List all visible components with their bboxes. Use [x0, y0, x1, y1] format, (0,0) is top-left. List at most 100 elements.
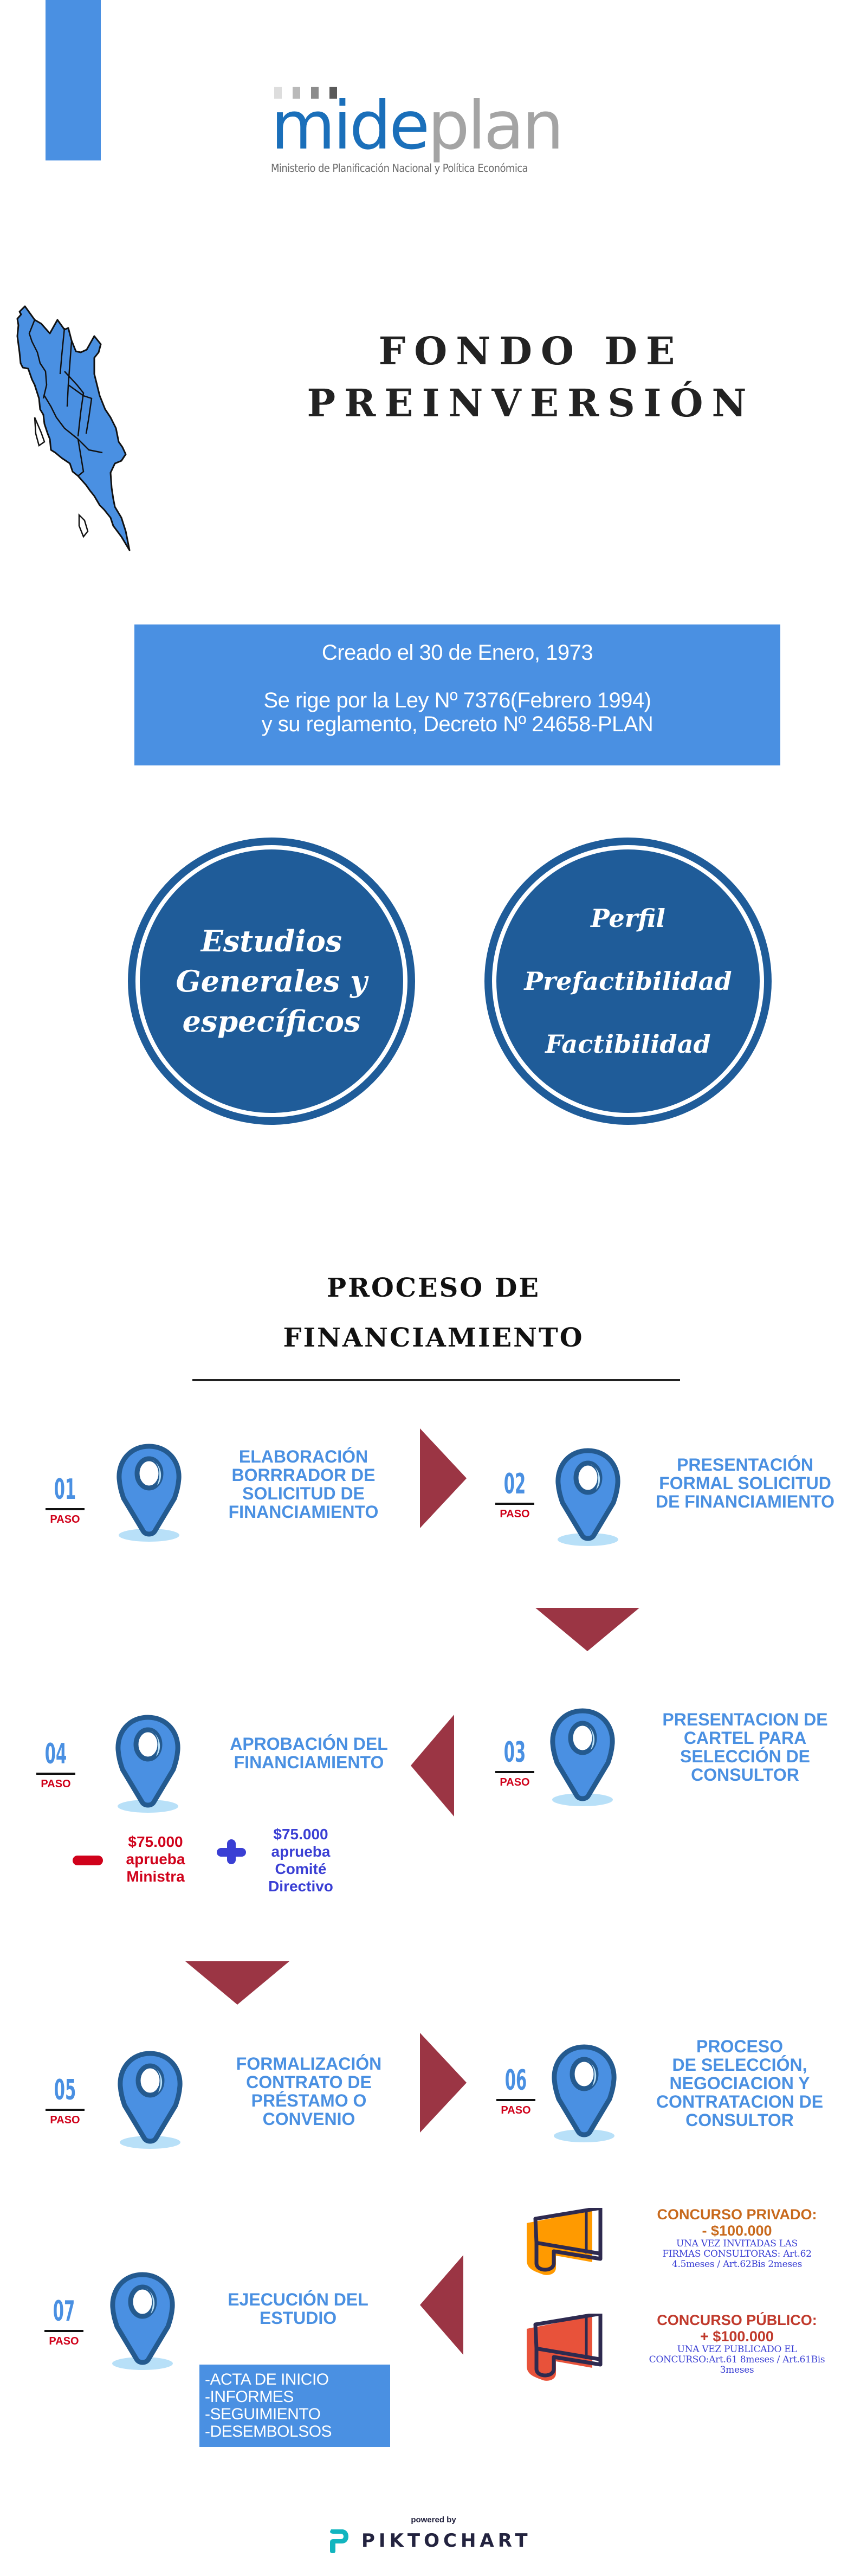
logo-word-plan: plan: [428, 87, 564, 164]
step-divider: [496, 2099, 535, 2101]
step-07-number-block: 07 PASO: [42, 2297, 86, 2348]
step-title-line: CONVENIO: [262, 2109, 355, 2129]
step-number: 04: [44, 1738, 67, 1770]
approval-comite: $75.000 aprueba Comité Directivo: [255, 1826, 347, 1895]
step-number: 07: [53, 2295, 75, 2328]
arrow-left-icon: [411, 1715, 454, 1817]
approval-line: aprueba: [271, 1843, 331, 1860]
step-title-line: CONSULTOR: [685, 2110, 794, 2130]
step-title-line: CARTEL PARA: [683, 1728, 807, 1748]
step-label: PASO: [41, 1778, 71, 1790]
approval-line: Ministra: [126, 1868, 185, 1885]
concurso-publico-body: UNA VEZ PUBLICADO EL CONCURSO:Art.61 8me…: [612, 2345, 862, 2375]
circle-line: Prefactibilidad: [524, 967, 732, 996]
step-title-line: CONSULTOR: [691, 1765, 799, 1785]
megaphone-icon: [527, 2208, 603, 2275]
step-title-line: SELECCIÓN DE: [680, 1747, 811, 1766]
step-02-number-block: 02 PASO: [493, 1470, 536, 1521]
step-divider: [495, 1503, 534, 1505]
process-title-line-1: PROCESO DE: [327, 1273, 540, 1303]
step-divider: [46, 2109, 85, 2111]
map-pin-icon: [115, 2049, 185, 2152]
map-pin-icon: [549, 2043, 619, 2146]
step-number: 05: [54, 2074, 76, 2107]
step-number: 03: [503, 1736, 526, 1769]
concurso-body-line: CONCURSO:Art.61 8meses / Art.61Bis: [649, 2354, 825, 2365]
concurso-amount: + $100.000: [700, 2328, 774, 2345]
created-date-text: Creado el 30 de Enero, 1973: [321, 641, 593, 665]
execution-items-box: -ACTA DE INICIO -INFORMES -SEGUIMIENTO -…: [199, 2365, 390, 2447]
concurso-heading-line: CONCURSO PRIVADO:: [657, 2206, 817, 2223]
step-05-title: FORMALIZACIÓN CONTRATO DE PRÉSTAMO O CON…: [217, 2055, 401, 2128]
arrow-left-icon: [420, 2255, 463, 2355]
step-title-line: FORMAL SOLICITUD: [659, 1473, 831, 1493]
approval-ministra: $75.000 aprueba Ministra: [115, 1833, 196, 1885]
map-pin-icon: [547, 1706, 618, 1809]
step-05-number-block: 05 PASO: [43, 2076, 87, 2127]
arrow-right-icon: [420, 1428, 467, 1528]
process-divider: [192, 1379, 680, 1381]
piktochart-brand: PIKTOCHART: [361, 2530, 532, 2552]
step-label: PASO: [50, 2114, 80, 2126]
execution-item: -ACTA DE INICIO: [205, 2371, 329, 2388]
concurso-privado: CONCURSO PRIVADO: - $100.000 UNA VEZ INV…: [612, 2206, 862, 2270]
powered-by-label: powered by: [411, 2515, 456, 2525]
plus-icon: [217, 1839, 246, 1864]
step-02-title: PRESENTACIÓN FORMAL SOLICITUD DE FINANCI…: [629, 1456, 862, 1511]
step-07-title: EJECUCIÓN DEL ESTUDIO: [206, 2290, 390, 2327]
approval-amount: $75.000: [273, 1826, 328, 1843]
concurso-amount: - $100.000: [702, 2223, 772, 2239]
process-title: PROCESO DE FINANCIAMIENTO: [163, 1263, 704, 1363]
approval-line: aprueba: [126, 1851, 185, 1867]
step-title-line: APROBACIÓN DEL: [230, 1734, 388, 1754]
process-title-line-2: FINANCIAMIENTO: [283, 1323, 584, 1353]
step-title-line: ELABORACIÓN: [238, 1447, 368, 1466]
law-text-line-1: Se rige por la Ley Nº 7376(Febrero 1994): [263, 688, 651, 712]
step-04-number-block: 04 PASO: [34, 1740, 77, 1791]
step-number: 06: [504, 2064, 527, 2097]
title-line-2: PREINVERSIÓN: [307, 381, 755, 426]
circle-line: Estudios: [200, 924, 342, 958]
step-title-line: EJECUCIÓN DEL: [228, 2290, 368, 2309]
step-number: 02: [503, 1468, 526, 1500]
step-title-line: PROCESO: [696, 2037, 784, 2056]
study-types-circle-text: Perfil Prefactibilidad Factibilidad: [524, 887, 732, 1076]
minus-icon: [73, 1856, 103, 1865]
step-title-line: NEGOCIACION Y: [669, 2073, 810, 2093]
arrow-down-icon: [535, 1608, 639, 1651]
concurso-body-line: FIRMAS CONSULTORAS: Art.62: [662, 2249, 812, 2259]
step-label: PASO: [49, 2335, 79, 2347]
concurso-body-line: UNA VEZ INVITADAS LAS: [676, 2238, 798, 2249]
logo-subtitle: Ministerio de Planificación Nacional y P…: [271, 162, 528, 175]
logo-squares-icon: [274, 87, 661, 99]
step-title-line: FINANCIAMIENTO: [228, 1502, 379, 1522]
piktochart-logo-icon: [330, 2529, 348, 2553]
step-title-line: DE SELECCIÓN,: [672, 2055, 807, 2075]
arrow-right-icon: [420, 2033, 467, 2133]
step-title-line: CONTRATO DE: [246, 2072, 372, 2092]
accent-bar: [46, 0, 101, 160]
logo-word-mide: mide: [271, 87, 430, 164]
step-03-title: PRESENTACION DE CARTEL PARA SELECCIÓN DE…: [642, 1710, 848, 1784]
map-pin-icon: [114, 1442, 184, 1545]
step-divider: [495, 1771, 534, 1773]
concurso-privado-heading: CONCURSO PRIVADO: - $100.000: [612, 2206, 862, 2239]
law-text-line-2: y su reglamento, Decreto Nº 24658-PLAN: [261, 712, 654, 736]
step-number: 01: [54, 1473, 76, 1506]
step-label: PASO: [500, 1776, 530, 1788]
execution-item: -DESEMBOLSOS: [205, 2423, 332, 2440]
map-pin-icon: [553, 1446, 623, 1549]
info-box: Creado el 30 de Enero, 1973 Se rige por …: [134, 624, 780, 765]
step-03-number-block: 03 PASO: [493, 1738, 536, 1789]
step-title-line: PRÉSTAMO O: [251, 2091, 367, 2110]
piktochart-link[interactable]: PIKTOCHART: [328, 2527, 539, 2554]
costa-rica-map-icon: [16, 305, 131, 551]
megaphone-icon: [527, 2314, 603, 2381]
concurso-publico-heading: CONCURSO PÚBLICO: + $100.000: [612, 2312, 862, 2345]
approval-line: Comité: [275, 1860, 327, 1877]
step-label: PASO: [500, 1508, 530, 1520]
studies-circle-text: Estudios Generales y específicos: [176, 921, 367, 1041]
step-divider: [36, 1773, 75, 1775]
logo-wordmark: mideplan: [271, 93, 661, 159]
study-types-circle: Perfil Prefactibilidad Factibilidad: [484, 838, 772, 1125]
